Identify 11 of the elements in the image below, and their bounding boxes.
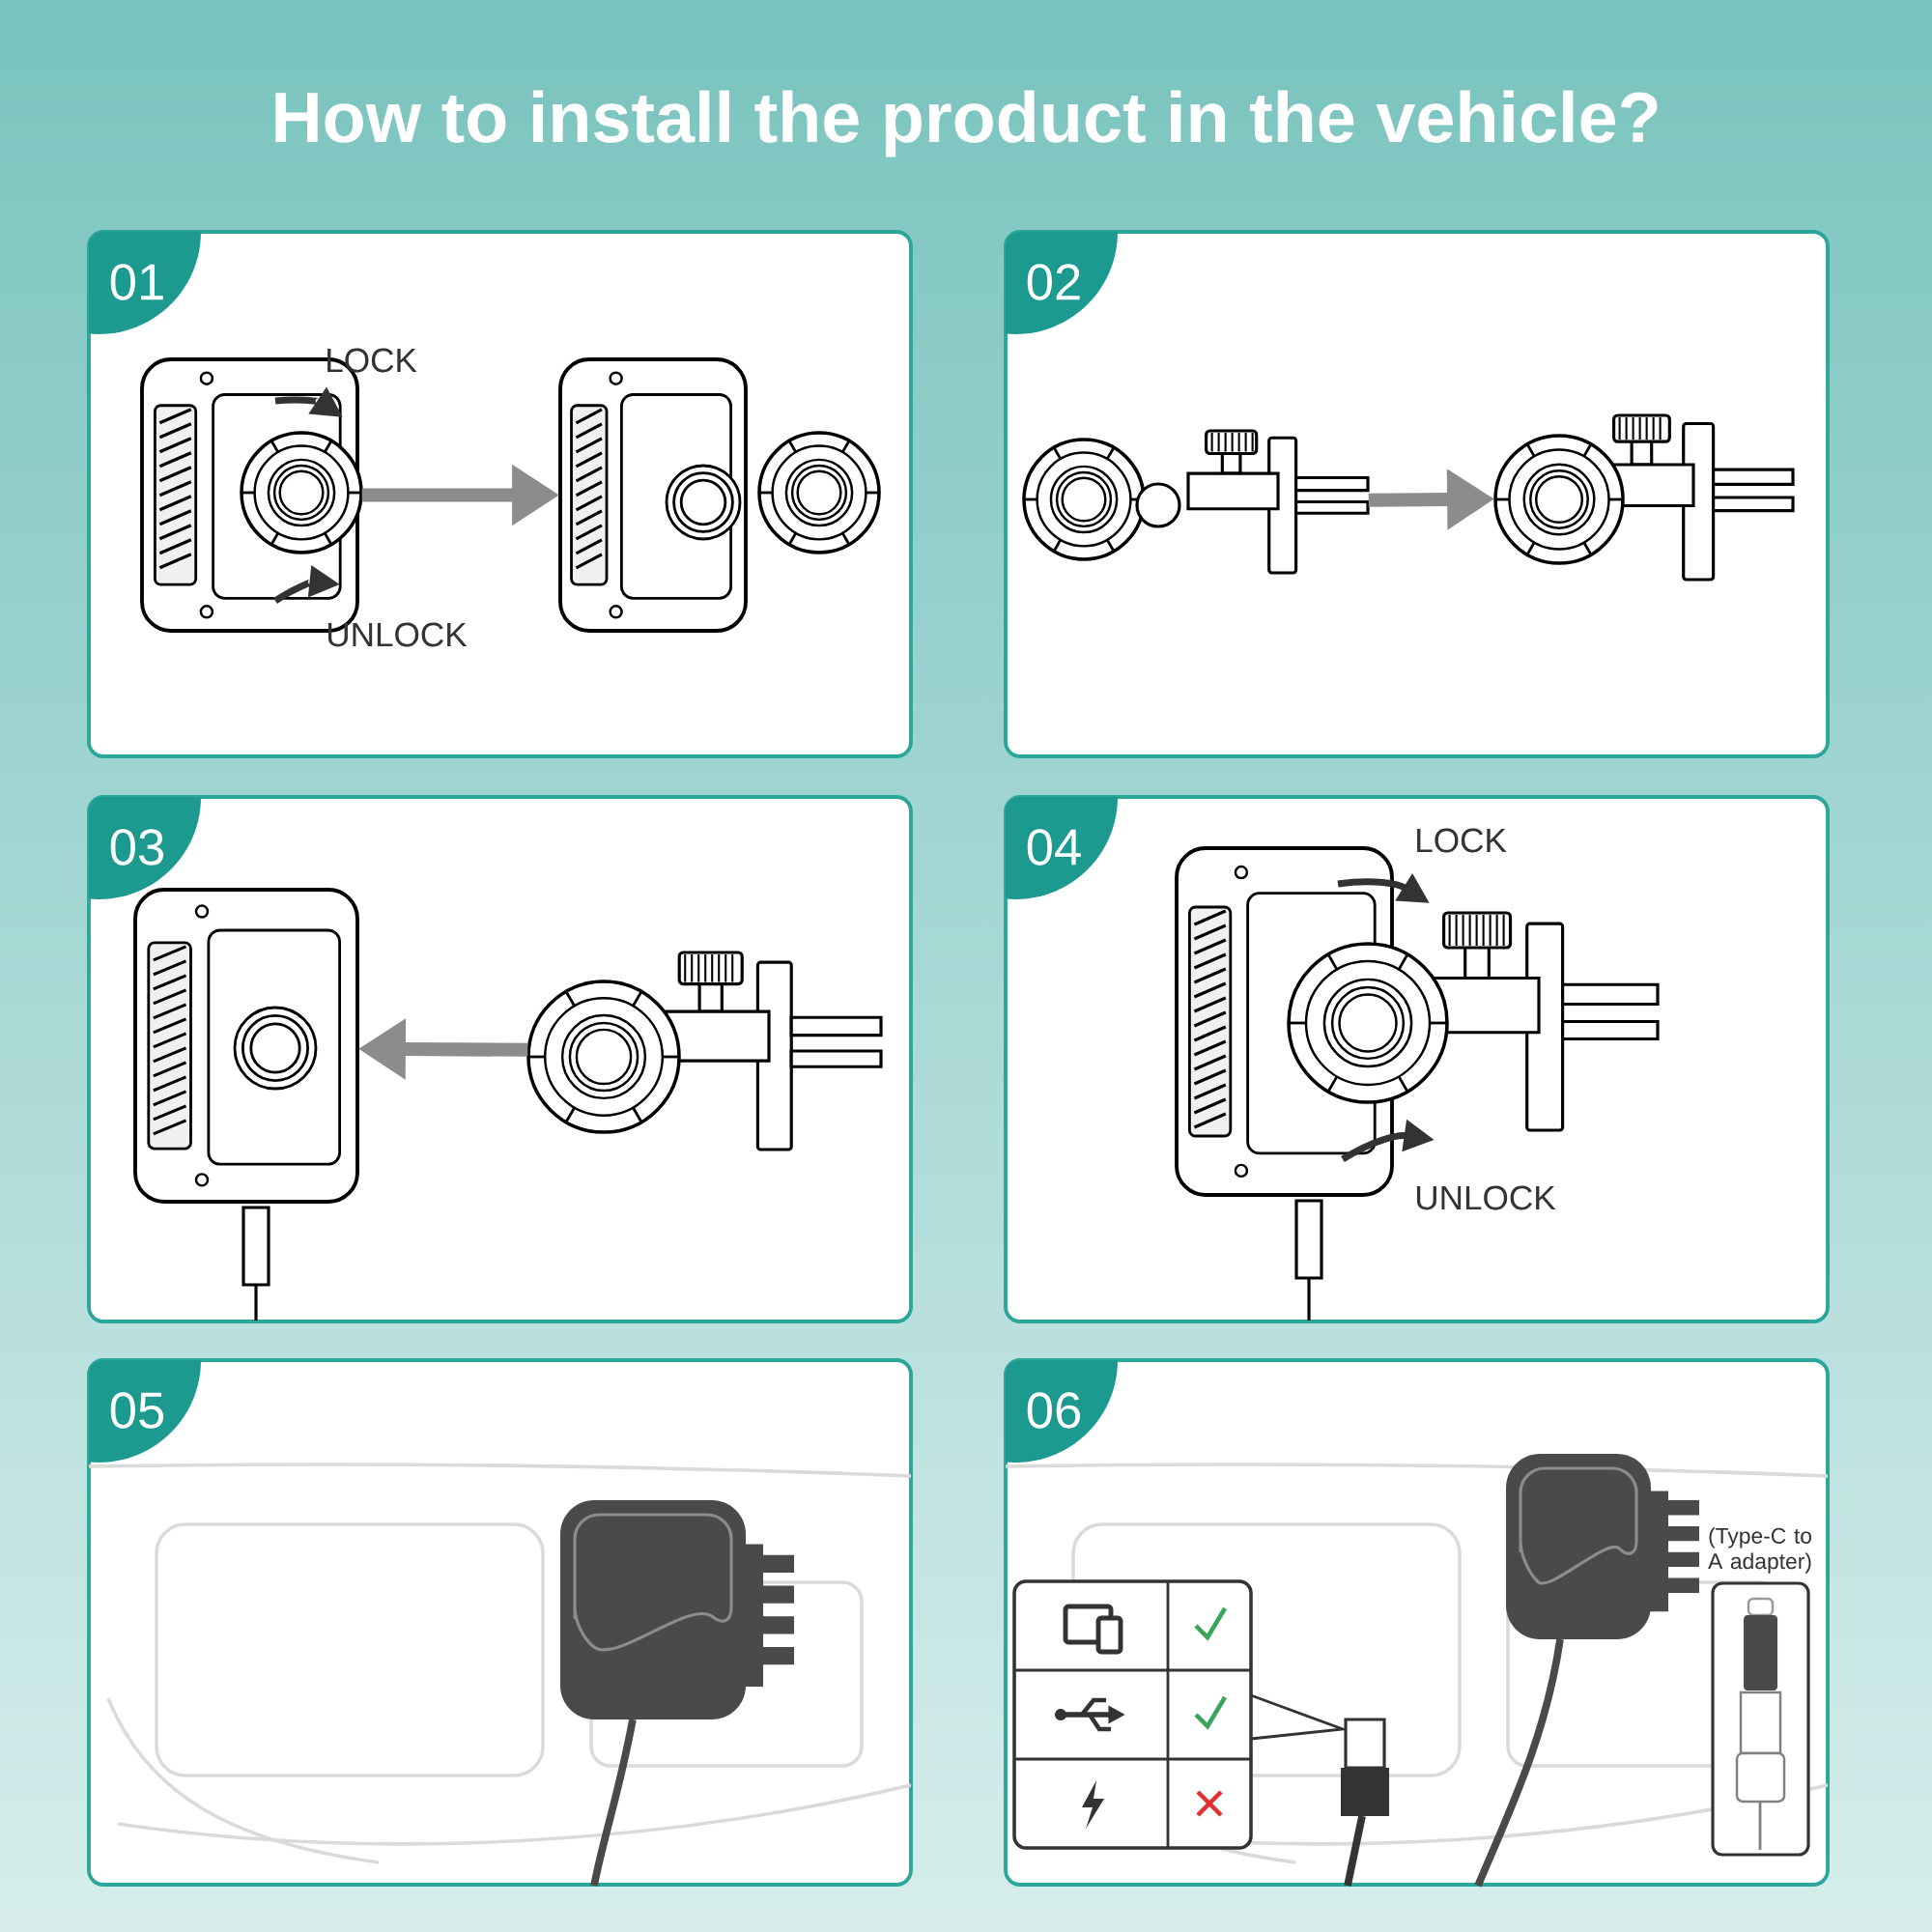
caption-text: (Type-C to A adapter) [1708, 1527, 1811, 1574]
part-drawing [558, 357, 881, 633]
part-drawing [1022, 429, 1370, 575]
direction-label: UNLOCK [327, 622, 468, 647]
part-drawing [526, 951, 883, 1151]
direction-label: LOCK [1417, 828, 1507, 853]
direction-label: UNLOCK [1416, 1185, 1556, 1210]
title-text: How to install the product in the vehicle? [275, 90, 1658, 157]
part-drawing [133, 888, 359, 1204]
direction-label: LOCK [327, 348, 417, 373]
part-drawing [1493, 413, 1795, 582]
